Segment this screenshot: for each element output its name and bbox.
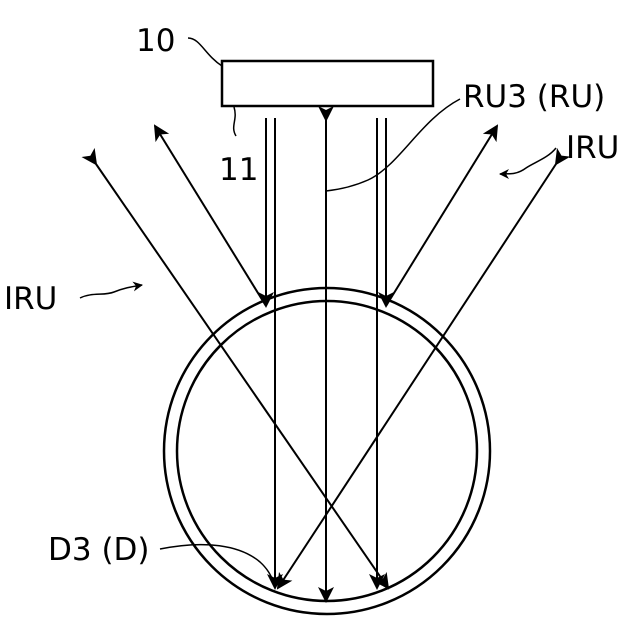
label-incident-light-right: IRU bbox=[566, 130, 619, 166]
leader-target bbox=[160, 545, 276, 586]
label-target: D3 (D) bbox=[48, 532, 150, 568]
wavy-arrow-left bbox=[80, 285, 142, 298]
label-incident-light-left: IRU bbox=[4, 281, 57, 317]
cross-ray-right bbox=[278, 164, 556, 588]
wavy-arrow-right bbox=[500, 148, 556, 174]
leader-reflected-light bbox=[326, 99, 460, 191]
label-device: 10 bbox=[136, 23, 175, 59]
leader-device-face bbox=[234, 107, 236, 136]
device-block bbox=[222, 61, 433, 106]
label-device-face: 11 bbox=[219, 152, 258, 188]
label-reflected-light: RU3 (RU) bbox=[463, 79, 605, 115]
cross-ray-left bbox=[96, 164, 388, 588]
leader-device bbox=[188, 38, 222, 66]
